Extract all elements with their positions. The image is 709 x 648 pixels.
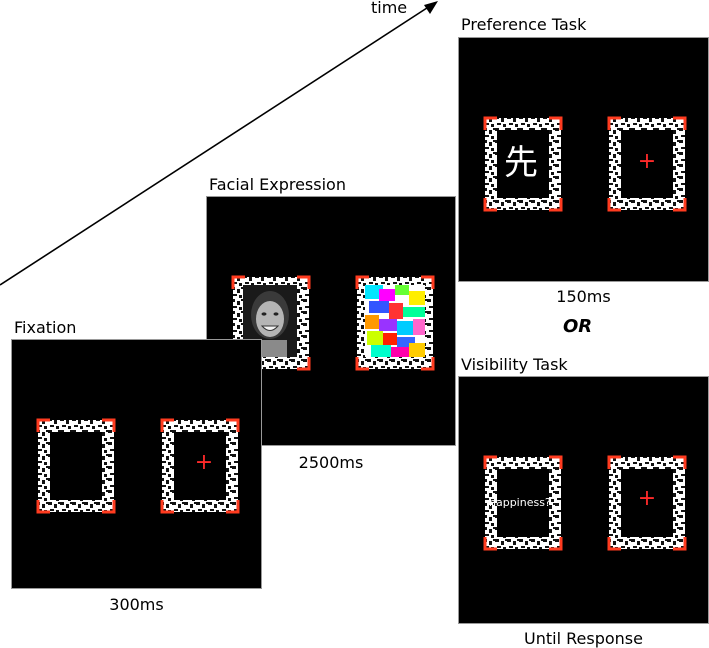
right-mask-frame [607,455,687,551]
fixation-cross: + [637,149,657,174]
preference-title: Preference Task [461,15,587,34]
time-label: time [371,0,408,17]
facial-title: Facial Expression [209,175,346,194]
fixation-screen: + [11,339,262,589]
facial-duration: 2500ms [298,453,364,472]
left-mask-frame [483,455,563,551]
face-stimulus-image [243,285,297,357]
left-mask-frame [36,418,116,514]
right-mask-frame [160,418,240,514]
fixation-cross: + [637,486,657,511]
or-separator: OR [563,316,593,337]
visibility-screen: happiness? + [458,376,709,624]
mondrian-mask [365,285,425,357]
visibility-duration: Until Response [524,629,643,648]
visibility-title: Visibility Task [461,355,568,374]
preference-screen: 先 + [458,37,709,282]
visibility-question: happiness? [489,496,551,509]
fixation-title: Fixation [14,318,77,337]
left-mask-frame [483,116,563,212]
kanji-stimulus: 先 [504,143,538,183]
fixation-cross: + [194,450,214,475]
right-mask-frame [607,116,687,212]
fixation-duration: 300ms [109,595,164,614]
preference-duration: 150ms [556,287,611,306]
